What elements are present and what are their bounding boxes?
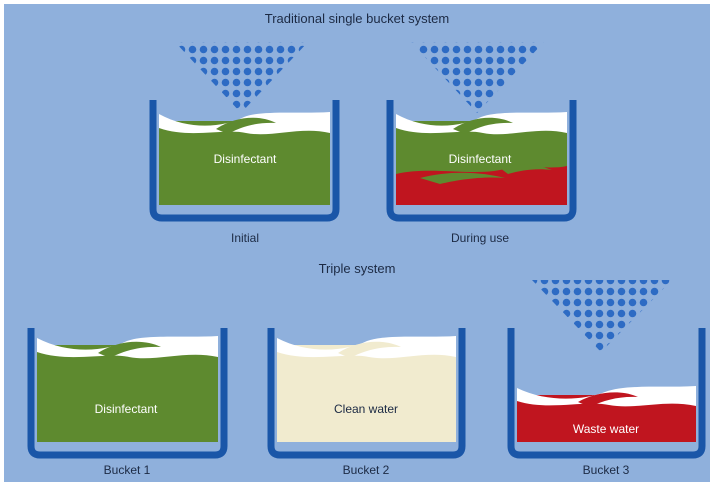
bucket-caption: Initial: [231, 231, 259, 245]
bucket-caption: Bucket 2: [343, 463, 390, 477]
bucket-liquid-label: Disinfectant: [449, 152, 512, 166]
traditional-system-title: Traditional single bucket system: [265, 11, 450, 26]
liquid-disinfectant: [37, 345, 218, 442]
bucket-caption: During use: [451, 231, 509, 245]
bucket-1: Disinfectant Bucket 1: [31, 328, 224, 477]
bucket-liquid-label: Disinfectant: [95, 402, 158, 416]
liquid-clean-water: [277, 345, 456, 442]
bucket-liquid-label: Clean water: [334, 402, 398, 416]
bucket-liquid-label: Disinfectant: [214, 152, 277, 166]
bucket-liquid-label: Waste water: [573, 422, 639, 436]
bucket-caption: Bucket 1: [104, 463, 151, 477]
bucket-2: Clean water Bucket 2: [271, 328, 462, 477]
triple-system-title: Triple system: [319, 261, 396, 276]
bucket-caption: Bucket 3: [583, 463, 630, 477]
